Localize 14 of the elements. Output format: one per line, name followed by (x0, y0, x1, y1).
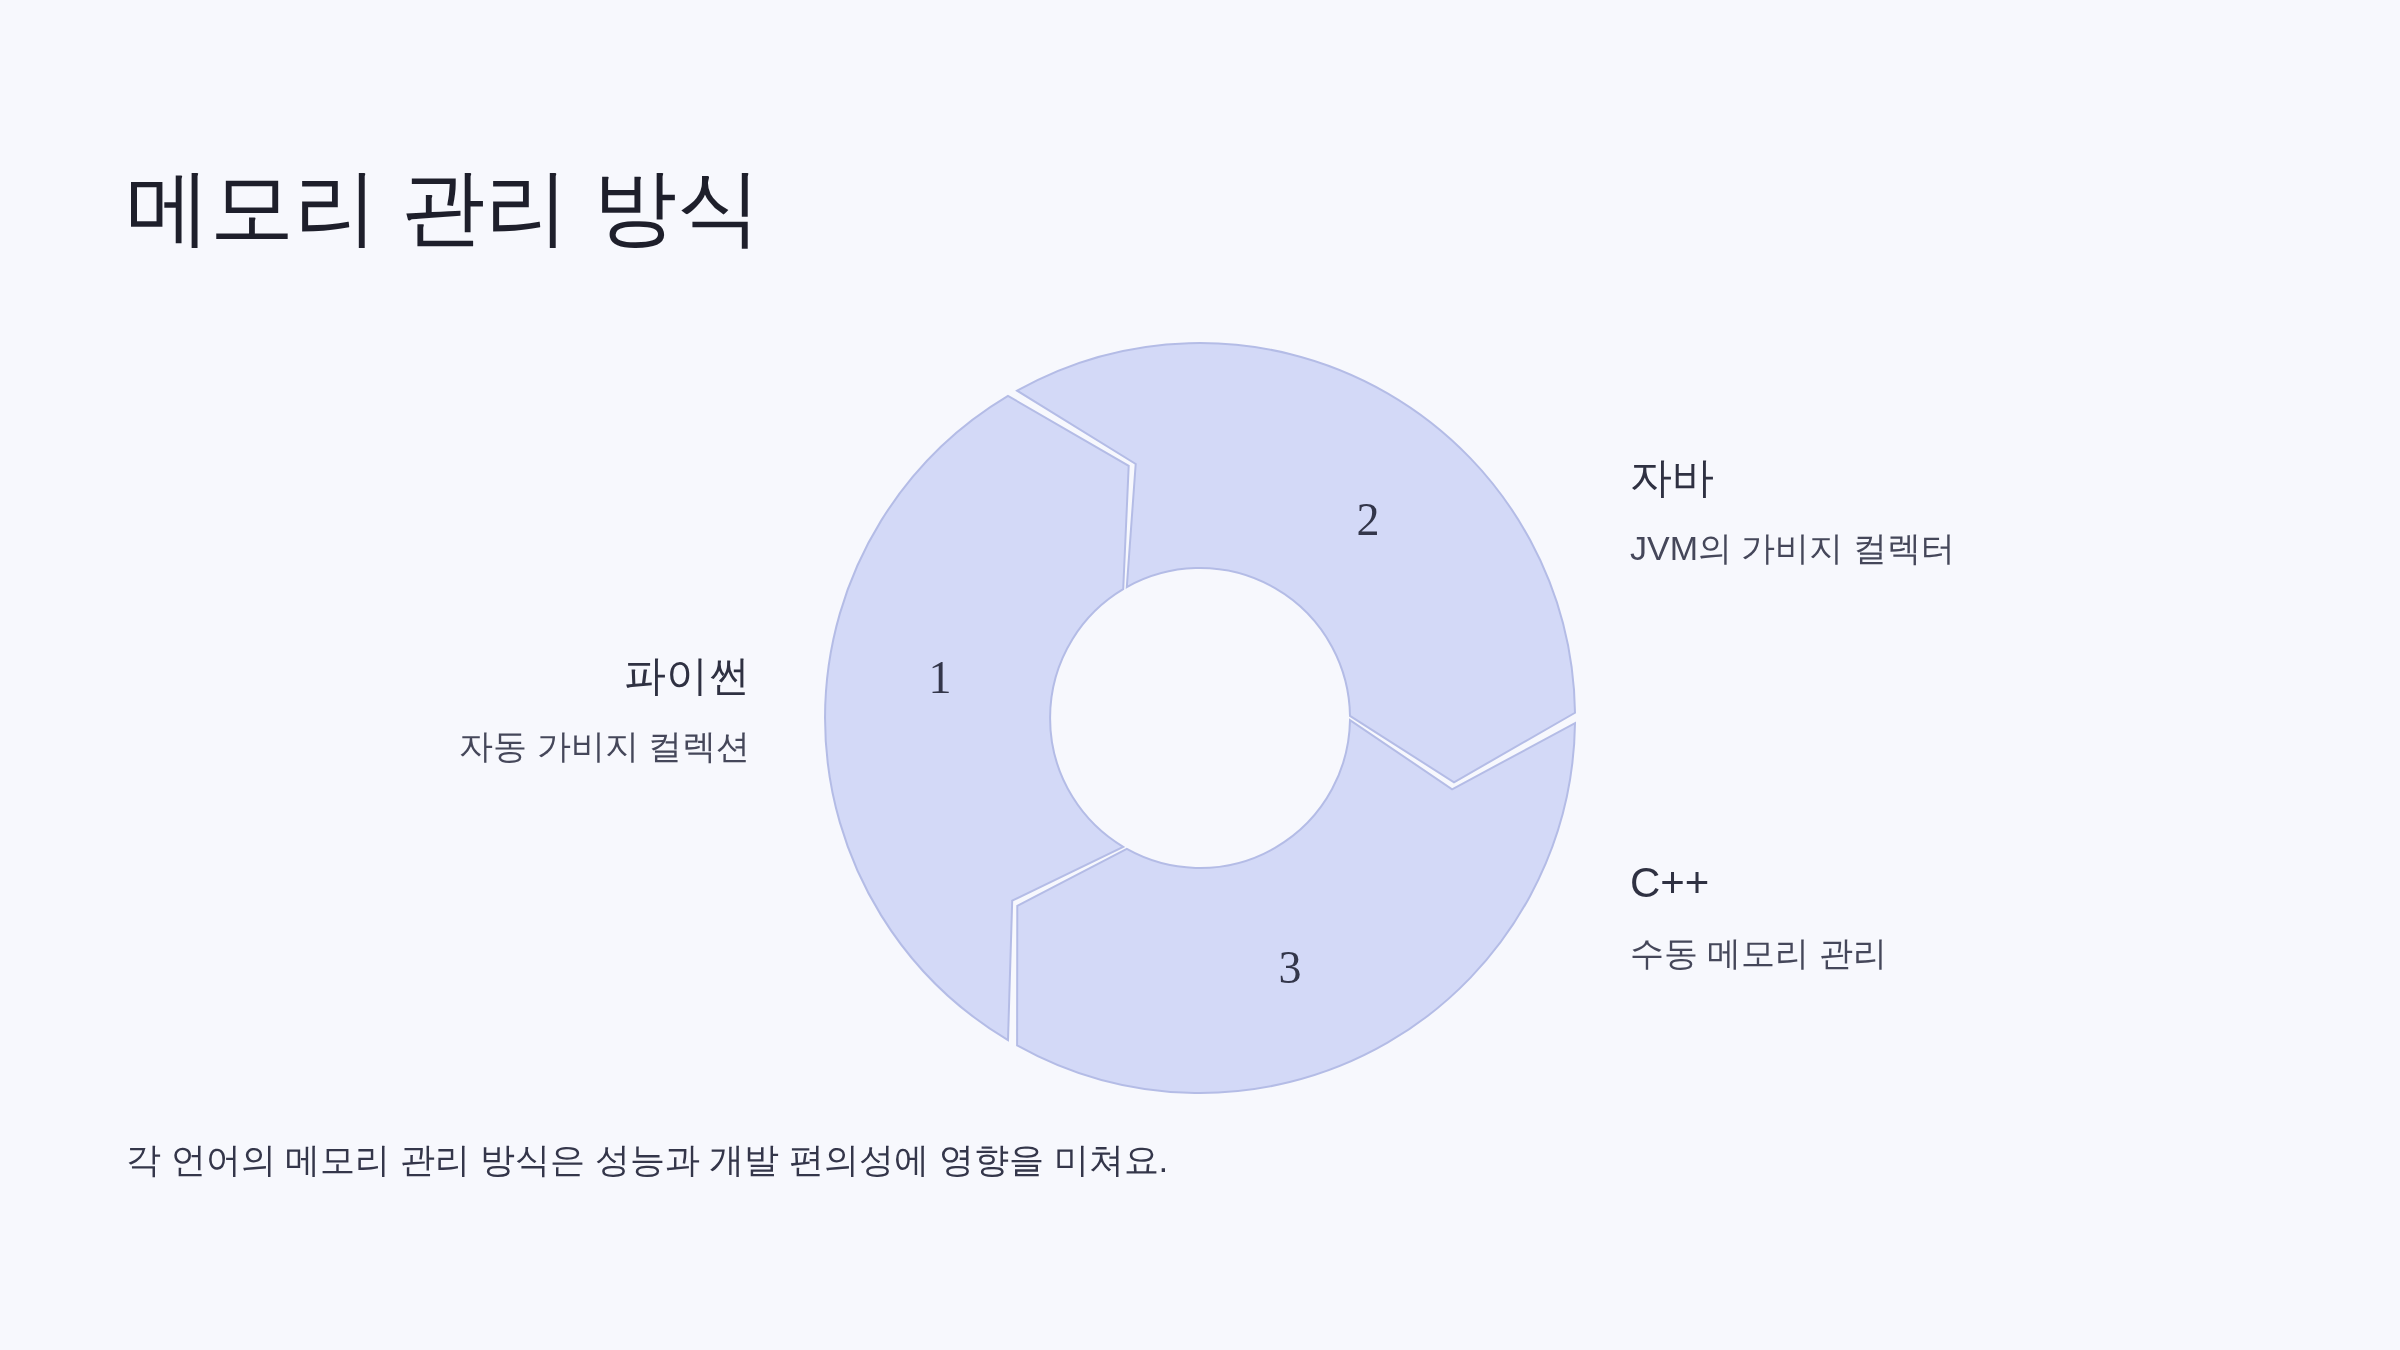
language-description: 수동 메모리 관리 (1630, 932, 1887, 974)
cycle-arrow-segment (1016, 342, 1576, 784)
language-description: 자동 가비지 컬렉션 (459, 725, 750, 767)
step-number: 2 (1356, 497, 1380, 543)
language-heading: C++ (1630, 858, 1710, 908)
step-number: 3 (1278, 945, 1302, 991)
caption: 각 언어의 메모리 관리 방식은 성능과 개발 편의성에 영향을 미쳐요. (126, 1139, 1169, 1181)
language-description: JVM의 가비지 컬렉터 (1630, 527, 1955, 569)
language-heading: 파이썬 (624, 651, 750, 701)
cycle-arrow-segment (1016, 719, 1576, 1094)
language-heading: 자바 (1630, 453, 1714, 503)
title: 메모리 관리 방식 (126, 165, 761, 249)
step-number: 1 (928, 655, 952, 701)
cycle-arrow-segment (824, 394, 1130, 1042)
